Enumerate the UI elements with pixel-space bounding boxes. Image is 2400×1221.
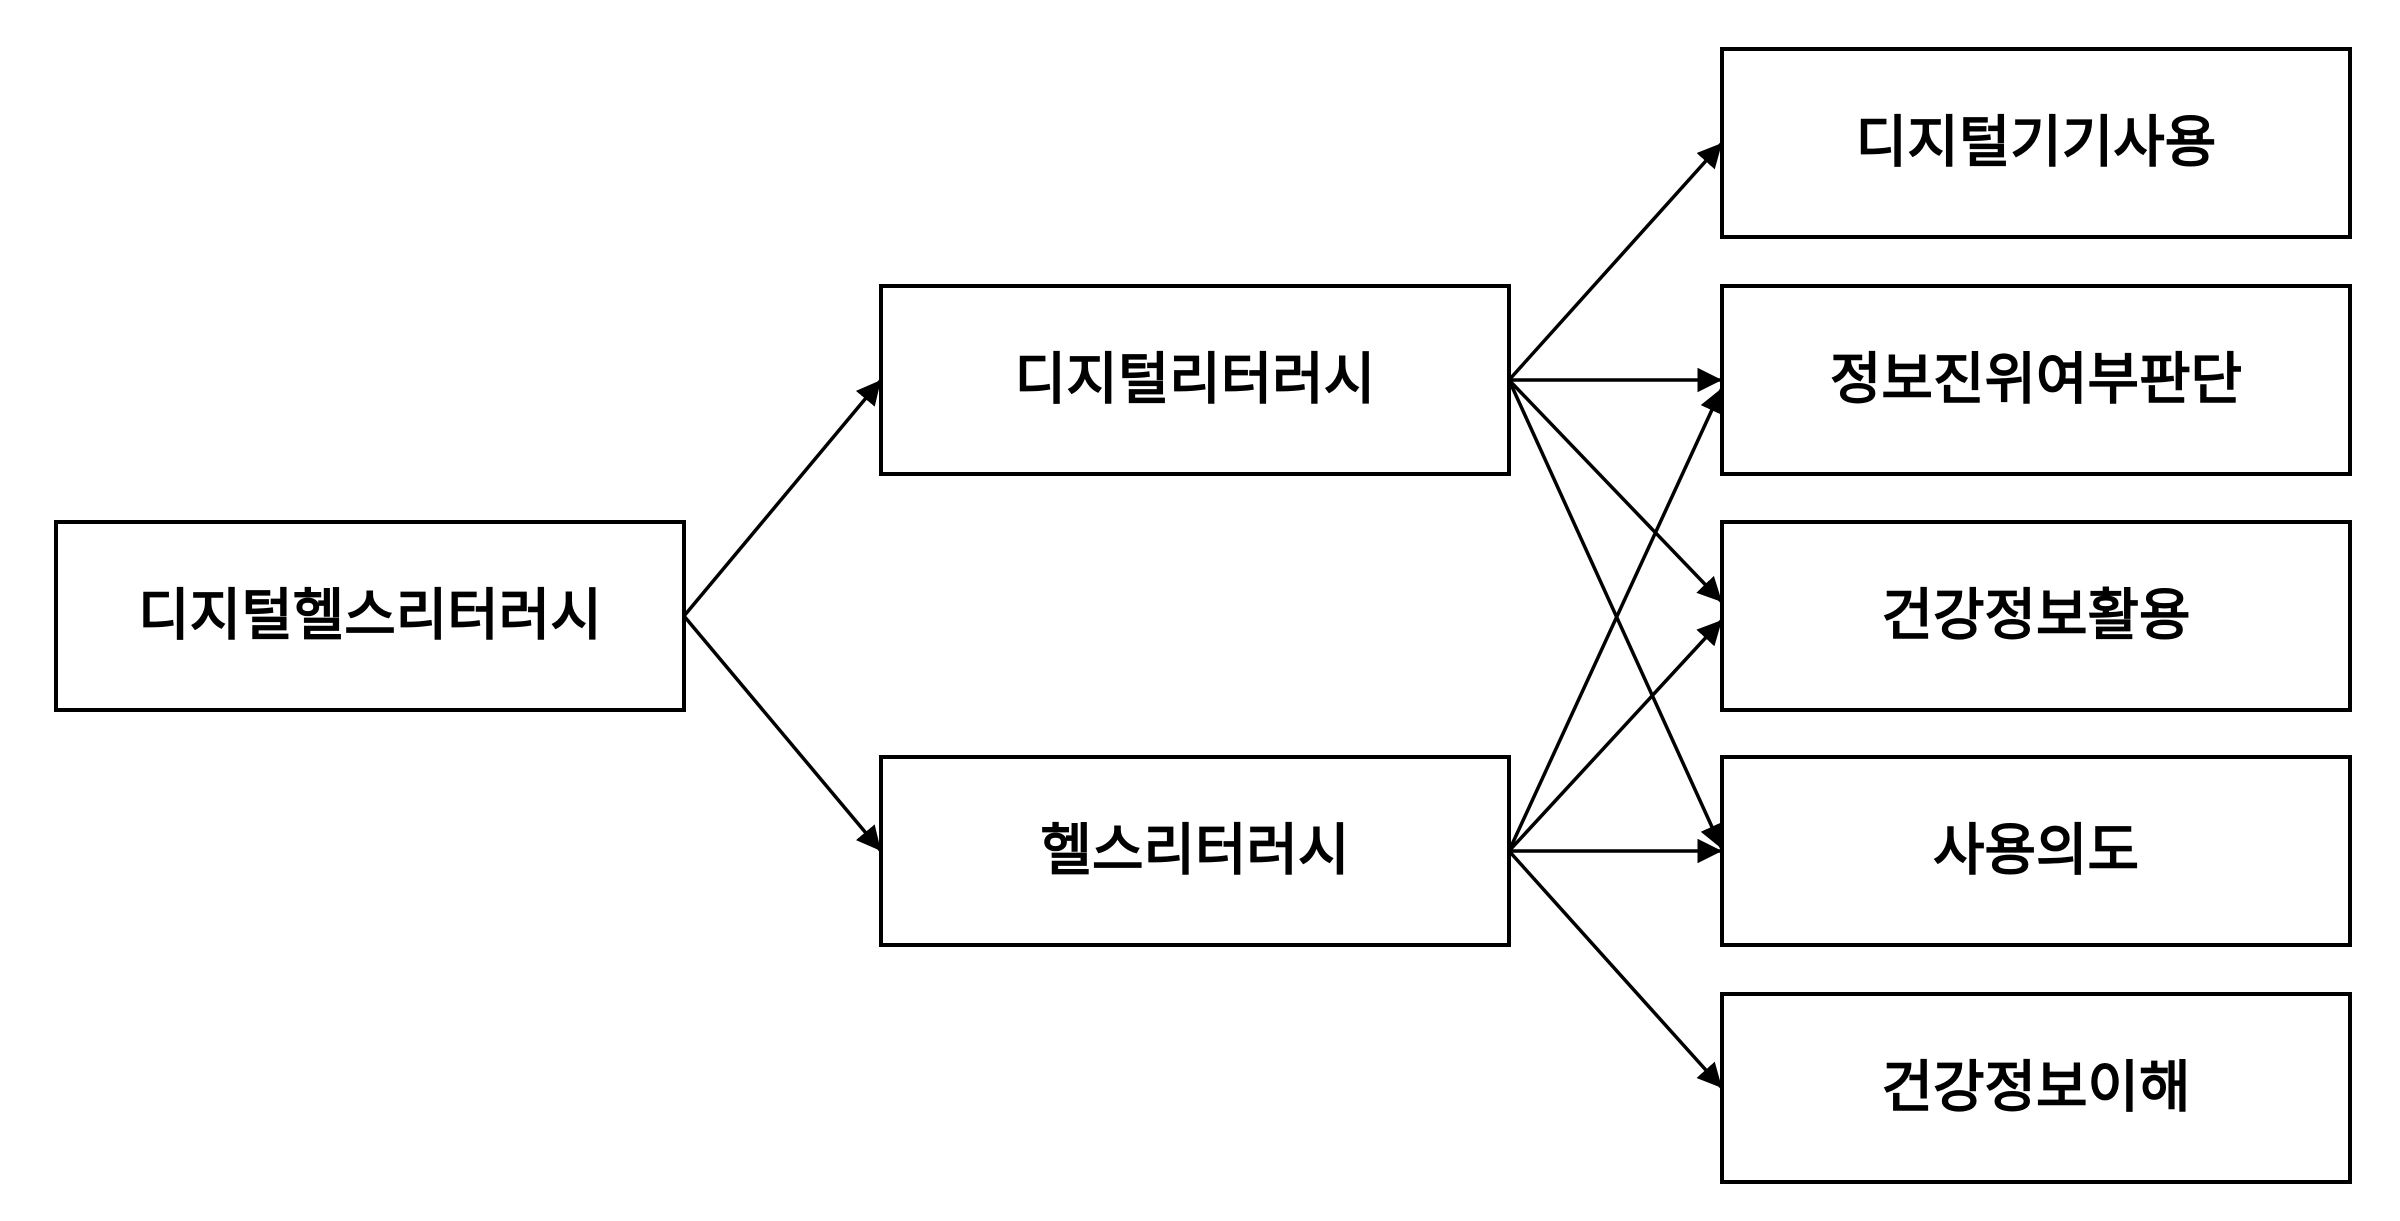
- node-use-intention-label: 사용의도: [1933, 819, 2139, 884]
- arrow-digital-literacy-to-health-info-use: [1507, 378, 1724, 604]
- node-root: 디지털헬스리터러시: [54, 520, 686, 712]
- node-health-info-use: 건강정보활용: [1720, 520, 2352, 712]
- arrow-root-to-health-literacy: [682, 614, 883, 853]
- node-device-use-label: 디지털기기사용: [1856, 111, 2217, 176]
- arrow-health-literacy-to-health-info-understanding: [1507, 849, 1724, 1090]
- node-root-label: 디지털헬스리터러시: [138, 584, 602, 649]
- node-health-info-understanding-label: 건강정보이해: [1881, 1056, 2190, 1121]
- arrow-digital-literacy-to-device-use: [1507, 141, 1724, 382]
- node-info-judgment: 정보진위여부판단: [1720, 284, 2352, 476]
- arrow-health-literacy-to-info-judgment: [1507, 387, 1724, 852]
- edges-layer: [682, 141, 1724, 1090]
- node-device-use: 디지털기기사용: [1720, 47, 2352, 239]
- arrow-health-literacy-to-health-info-use: [1507, 618, 1724, 853]
- node-digital-literacy: 디지털리터러시: [879, 284, 1511, 476]
- node-health-info-use-label: 건강정보활용: [1881, 584, 2190, 649]
- node-health-literacy: 헬스리터러시: [879, 755, 1511, 947]
- node-use-intention: 사용의도: [1720, 755, 2352, 947]
- node-info-judgment-label: 정보진위여부판단: [1830, 348, 2242, 413]
- arrow-root-to-digital-literacy: [682, 378, 883, 618]
- node-digital-literacy-label: 디지털리터러시: [1015, 348, 1376, 413]
- arrow-digital-literacy-to-use-intention: [1507, 379, 1724, 850]
- node-health-info-understanding: 건강정보이해: [1720, 992, 2352, 1184]
- node-health-literacy-label: 헬스리터러시: [1040, 819, 1349, 884]
